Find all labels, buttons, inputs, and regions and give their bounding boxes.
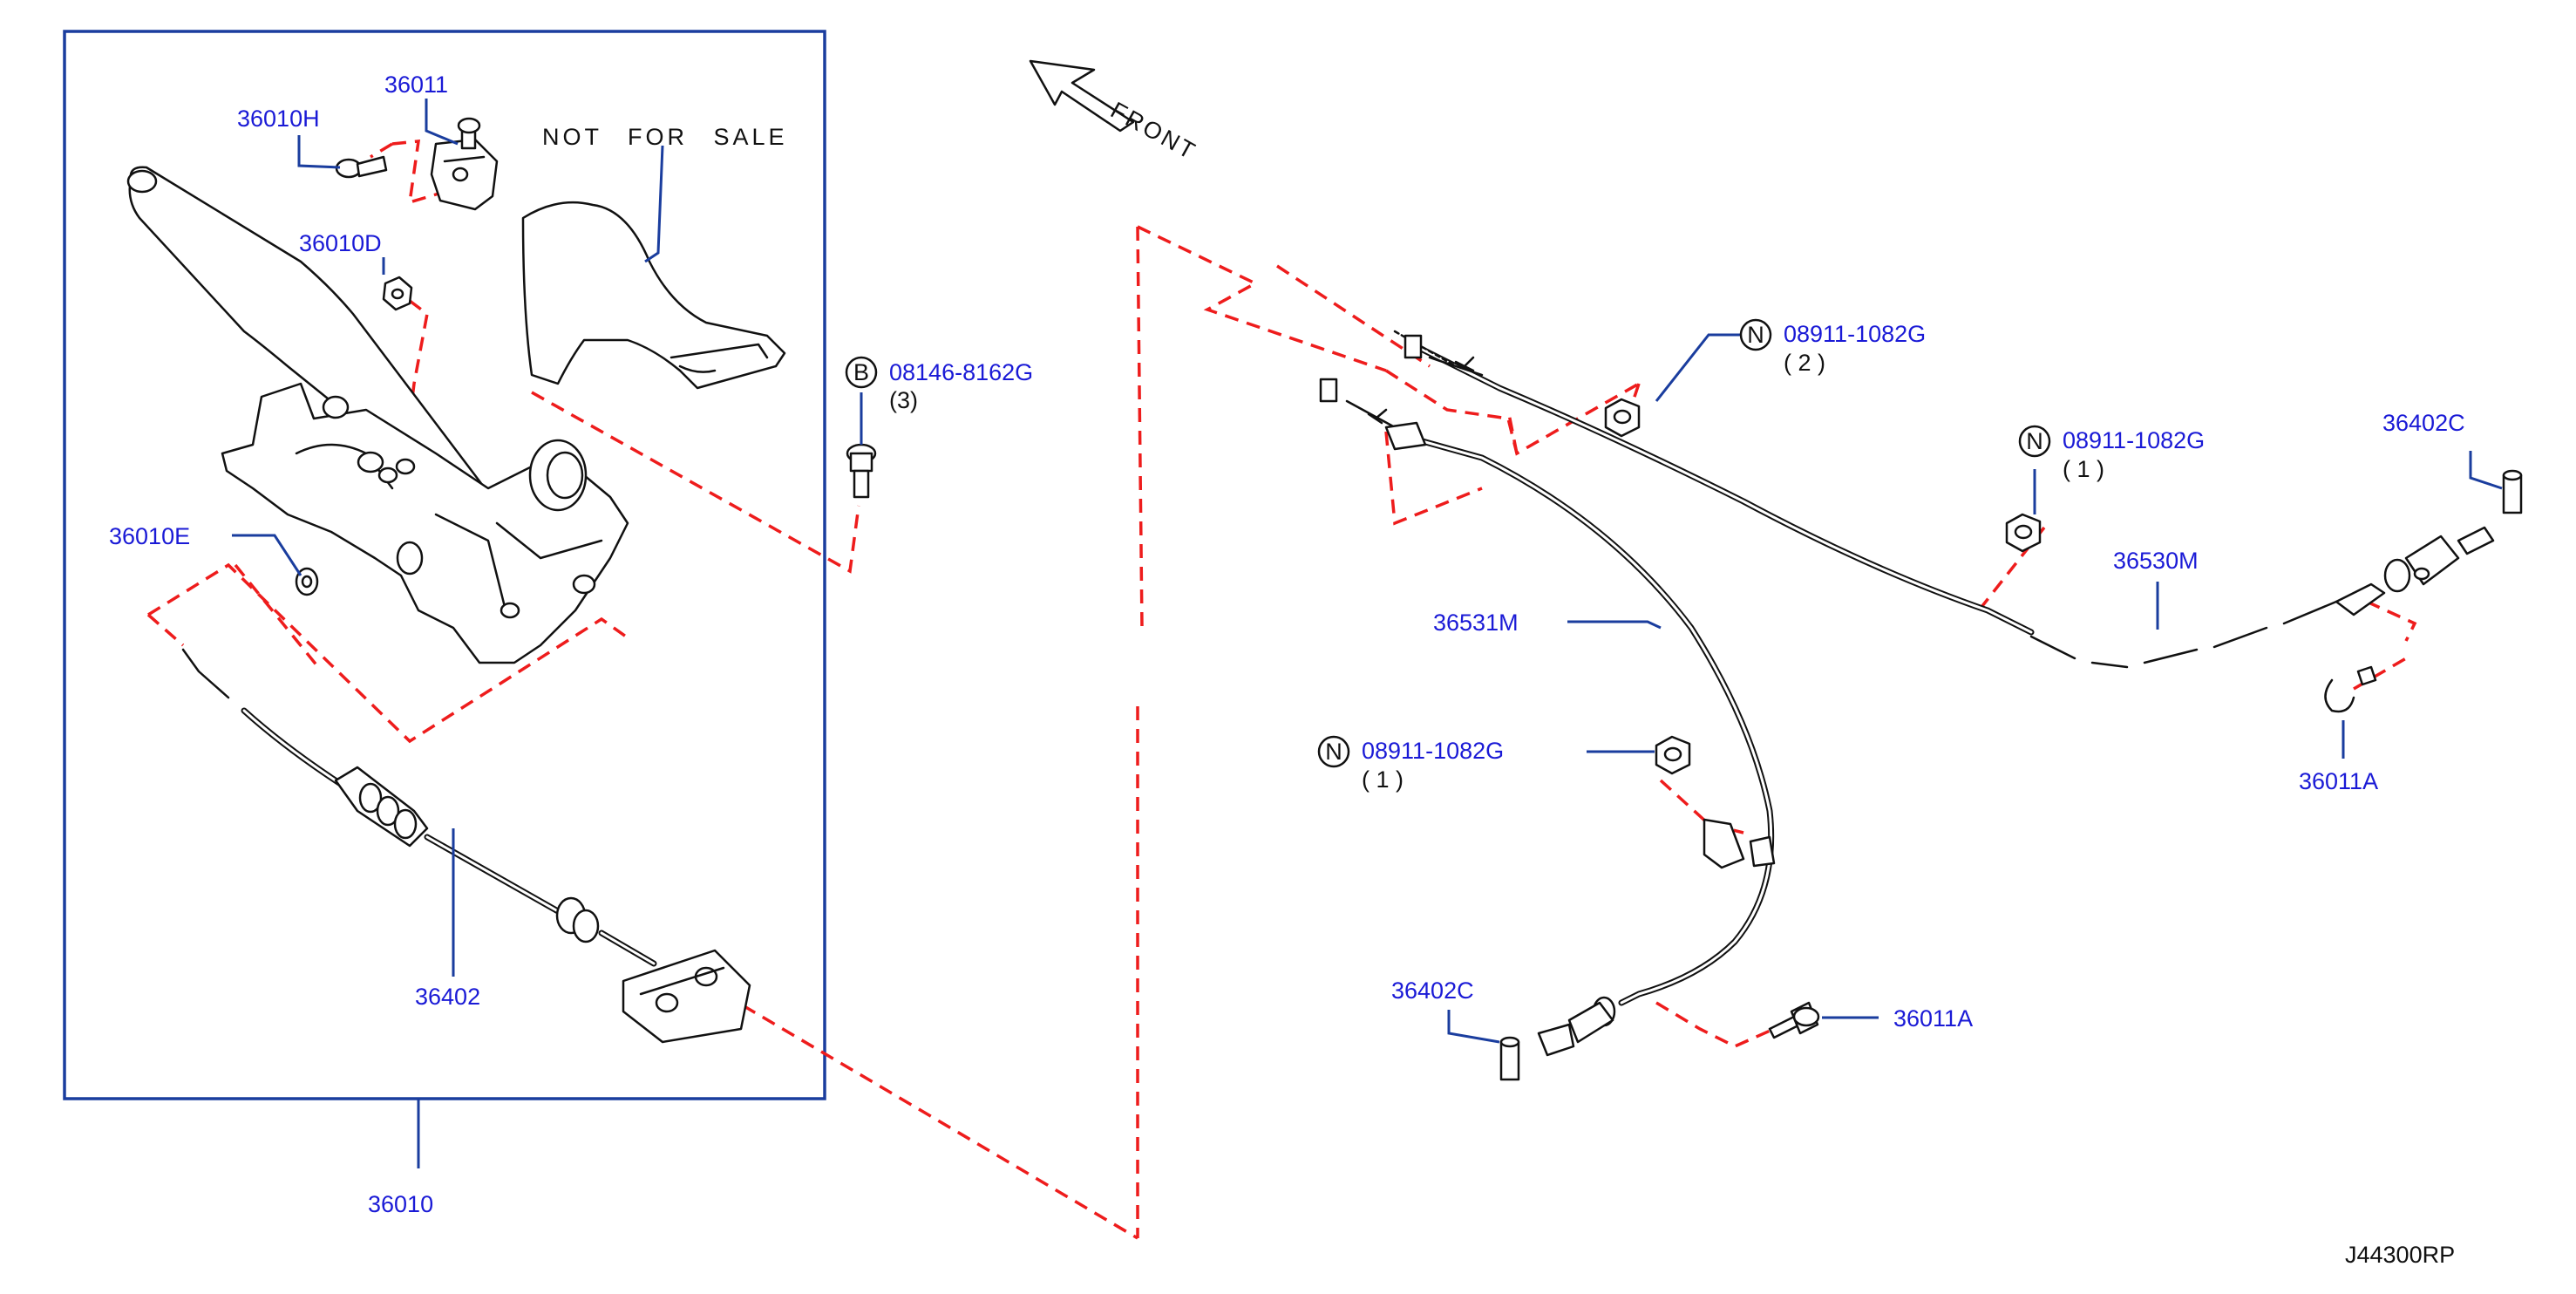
label-36010: 36010 (368, 1191, 433, 1217)
nut-36010D (382, 276, 413, 311)
bracket-36011 (430, 117, 499, 211)
prefix-n-mid: N (2026, 428, 2043, 454)
label-36010D: 36010D (299, 230, 382, 256)
bolt-08146 (846, 443, 877, 499)
console-cover (521, 201, 786, 390)
qty-08146-8162G: (3) (889, 387, 918, 413)
bolt-36010H (335, 155, 388, 179)
label-36402: 36402 (415, 984, 480, 1010)
label-36011A-right: 36011A (2299, 768, 2378, 794)
label-36531M: 36531M (1433, 610, 1519, 636)
rear-cable-36530M (1393, 330, 2495, 669)
front-cable-36402 (181, 648, 751, 1044)
parking-brake-lever (126, 166, 629, 664)
label-08911-mid: 08911-1082G (2063, 427, 2205, 453)
clip-36011A-right (2324, 665, 2377, 713)
pin-36402C-left (1499, 1036, 1520, 1081)
assembly-frame (63, 30, 826, 1100)
label-36011: 36011 (384, 72, 448, 98)
label-08911-top: 08911-1082G (1784, 321, 1926, 347)
qty-08911-low: ( 1 ) (1362, 766, 1404, 793)
label-36010H: 36010H (237, 106, 320, 132)
nut-08911-mid (2005, 513, 2042, 553)
front-direction-arrow (1029, 59, 1135, 133)
label-08146-8162G: 08146-8162G (889, 359, 1033, 385)
diagram-id: J44300RP (2345, 1242, 2455, 1268)
leader-lines (232, 99, 2503, 1044)
prefix-b: B (853, 359, 869, 385)
prefix-circle-b (845, 356, 878, 389)
grommet-36010E (295, 567, 319, 596)
prefix-n-top: N (1747, 322, 1764, 348)
label-36402C-right: 36402C (2382, 410, 2465, 436)
nut-08911-top (1604, 398, 1641, 438)
stub-pins-top (1319, 334, 1484, 429)
qty-08911-mid: ( 1 ) (2063, 456, 2104, 482)
pin-36402C-right (2502, 469, 2523, 514)
label-36530M: 36530M (2113, 548, 2199, 574)
label-36010E: 36010E (109, 523, 190, 549)
label-08911-low: 08911-1082G (1362, 738, 1504, 764)
prefix-circle-n-low (1317, 735, 1350, 768)
nut-08911-low (1655, 735, 1691, 775)
label-36011A-left: 36011A (1893, 1005, 1973, 1032)
prefix-circle-n-top (1739, 318, 1772, 351)
prefix-circle-n-mid (2018, 425, 2051, 458)
qty-08911-top: ( 2 ) (1784, 350, 1825, 376)
bolt-36011A-left (1768, 1001, 1820, 1039)
watermark-not-for-sale: NOT FOR SALE (542, 124, 788, 150)
prefix-n-low: N (1325, 739, 1342, 765)
rear-cable-36531M (1384, 421, 1776, 1057)
dashed-links (146, 140, 2417, 1240)
label-36402C-left: 36402C (1391, 977, 1474, 1004)
